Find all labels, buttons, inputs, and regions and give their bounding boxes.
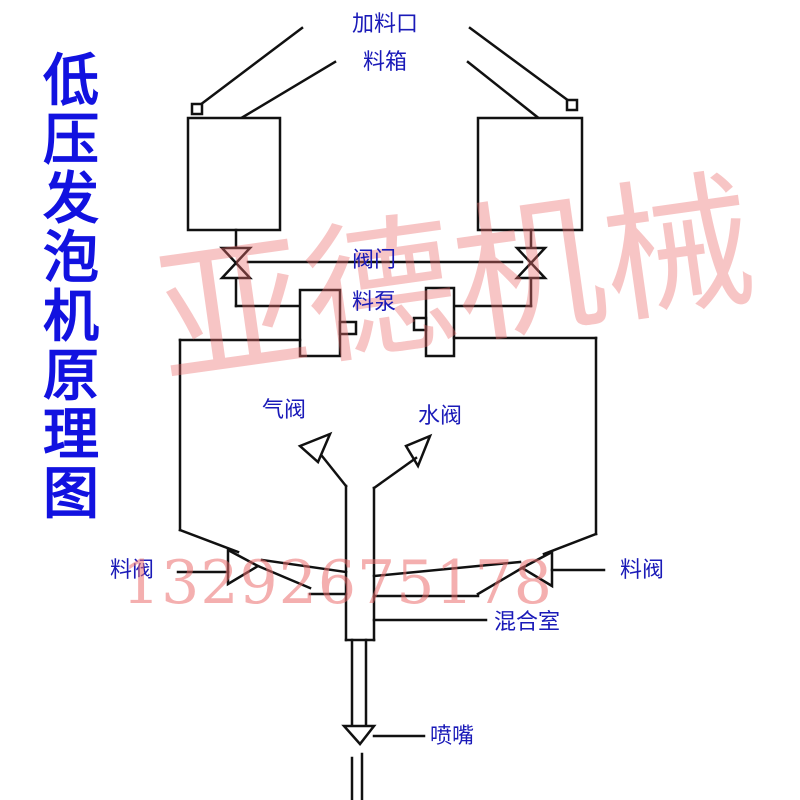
nozzle xyxy=(341,724,426,746)
diagram-title: 低压发泡机原理图 xyxy=(38,52,104,524)
title-char: 压 xyxy=(43,107,99,173)
valve-right xyxy=(514,246,548,280)
mixing-chamber xyxy=(344,484,488,642)
tank-right xyxy=(476,116,584,232)
water-valve xyxy=(404,433,433,469)
title-char: 低 xyxy=(43,48,99,114)
label-material-valve-right: 料阀 xyxy=(620,558,665,583)
title-char: 发 xyxy=(43,166,99,232)
title-char: 理 xyxy=(43,402,99,468)
pump-right xyxy=(412,286,456,358)
inlet-right xyxy=(466,26,579,122)
valve-left xyxy=(219,246,253,280)
label-pump: 料泵 xyxy=(352,290,397,315)
label-tank: 料箱 xyxy=(363,50,408,75)
label-nozzle: 喷嘴 xyxy=(430,724,475,749)
title-char: 图 xyxy=(43,461,99,527)
title-char: 原 xyxy=(43,343,99,409)
tank-left xyxy=(186,116,282,232)
title-char: 机 xyxy=(43,284,99,350)
title-char: 泡 xyxy=(43,225,99,291)
label-material-valve-left: 料阀 xyxy=(110,558,155,583)
material-valve-left xyxy=(226,547,261,587)
inlet-left xyxy=(190,26,337,122)
label-inlet: 加料口 xyxy=(352,12,419,37)
air-valve xyxy=(297,431,333,465)
label-air-valve: 气阀 xyxy=(262,398,307,423)
pump-left xyxy=(298,288,358,358)
watermark-phone: 13292675178 xyxy=(122,548,553,618)
label-water-valve: 水阀 xyxy=(418,404,463,429)
label-mixing-chamber: 混合室 xyxy=(494,610,561,635)
label-valve: 阀门 xyxy=(352,248,397,273)
